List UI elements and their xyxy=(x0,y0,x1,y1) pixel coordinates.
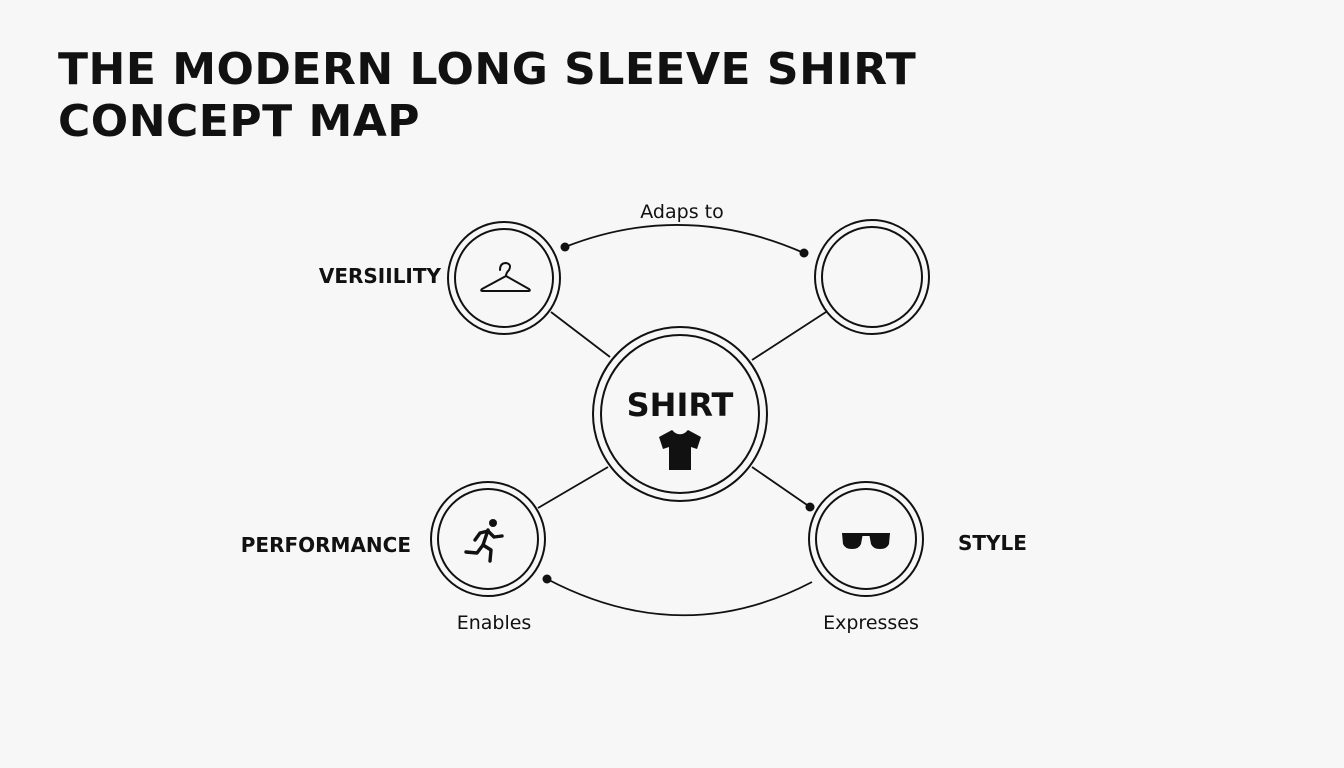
node-versatility xyxy=(447,221,561,335)
edge-label-adapts-to: Adaps to xyxy=(640,201,723,223)
connector-center-performance xyxy=(537,466,609,509)
tshirt-icon xyxy=(659,430,701,470)
runner-icon xyxy=(464,519,504,563)
title-line-2: CONCEPT MAP xyxy=(58,96,421,147)
sunglasses-icon xyxy=(842,533,890,549)
node-label-versatility: VERSIILITY xyxy=(319,264,442,288)
arc-bottom-start-dot xyxy=(542,574,552,584)
connector-center-versatility xyxy=(550,311,611,358)
node-label-style: STYLE xyxy=(958,531,1027,555)
connector-dot xyxy=(805,502,815,512)
node-style xyxy=(808,481,924,597)
page-title: THE MODERN LONG SLEEVE SHIRT CONCEPT MAP xyxy=(58,44,916,148)
title-line-1: THE MODERN LONG SLEEVE SHIRT xyxy=(58,44,917,95)
node-top-right xyxy=(814,219,930,335)
node-center-shirt: SHIRT xyxy=(592,326,768,502)
edge-label-enables: Enables xyxy=(457,612,532,634)
connector-center-style xyxy=(751,466,811,508)
arc-top-end-dot xyxy=(799,248,809,258)
edge-label-expresses: Expresses xyxy=(823,612,919,634)
hanger-icon xyxy=(480,262,531,292)
arc-bottom xyxy=(546,578,813,617)
center-label: SHIRT xyxy=(627,386,734,424)
node-performance xyxy=(430,481,546,597)
arc-top-start-dot xyxy=(560,242,570,252)
connector-center-top-right xyxy=(751,311,827,361)
node-label-performance: PERFORMANCE xyxy=(241,533,411,557)
arc-top xyxy=(564,224,805,254)
